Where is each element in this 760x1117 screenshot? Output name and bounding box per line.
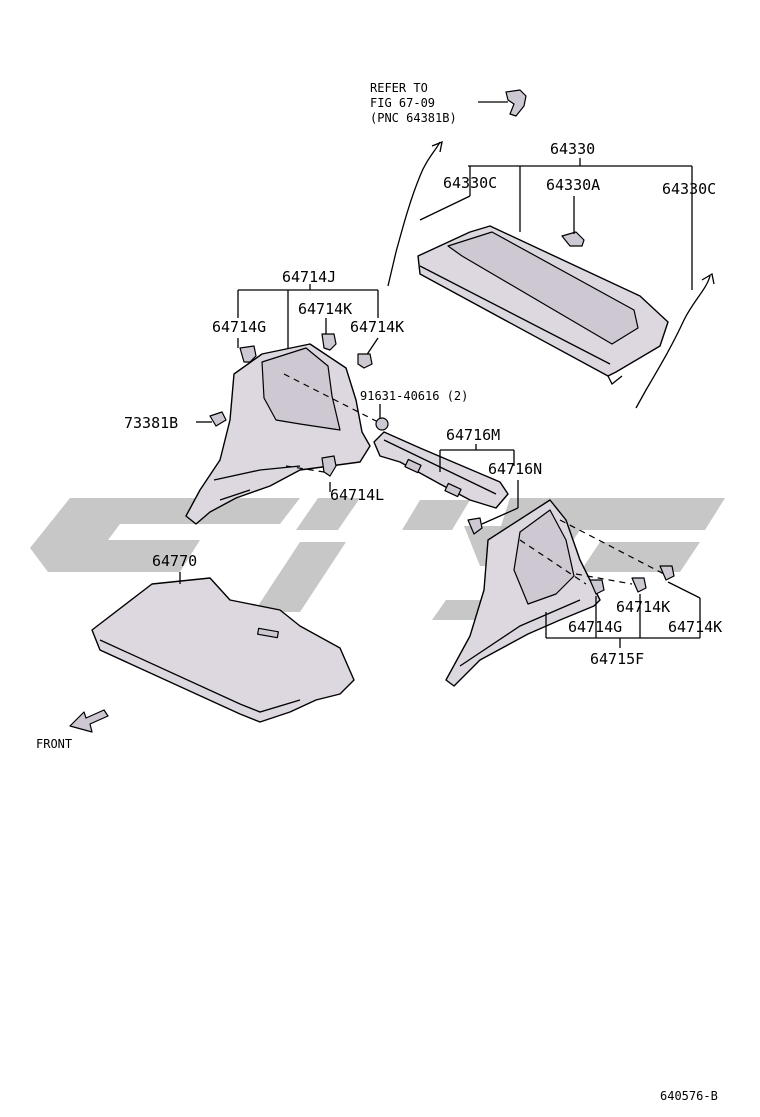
clip-64714k-a <box>321 333 337 351</box>
clip-64714g-a <box>239 345 257 363</box>
refer-line-2: FIG 67-09 <box>370 96 435 110</box>
label-64330a: 64330A <box>546 176 600 194</box>
label-64716n: 64716N <box>488 460 542 478</box>
cord-right <box>635 275 711 409</box>
label-73381b: 73381B <box>124 414 178 432</box>
clip-64714g-b <box>589 579 605 595</box>
right-quarter-trim <box>445 499 601 687</box>
label-64330c-right: 64330C <box>662 180 716 198</box>
label-64714k-c: 64714K <box>616 598 670 616</box>
label-64714k-a: 64714K <box>298 300 352 318</box>
front-arrow-icon <box>69 709 109 733</box>
label-64714k-d: 64714K <box>668 618 722 636</box>
label-64714g-a: 64714G <box>212 318 266 336</box>
cord-left <box>387 141 441 287</box>
figure-id: 640576-B <box>660 1089 718 1103</box>
label-64715f: 64715F <box>590 650 644 668</box>
clip-64714k-b <box>357 353 373 369</box>
label-91631: 91631-40616 (2) <box>360 389 468 403</box>
hook-64330a <box>561 231 585 247</box>
floor-mat <box>91 577 355 723</box>
left-quarter-trim <box>185 343 371 525</box>
refer-line-3: (PNC 64381B) <box>370 111 457 125</box>
clip-64716n <box>467 517 483 535</box>
label-64714j: 64714J <box>282 268 336 286</box>
refer-line-1: REFER TO <box>370 81 428 95</box>
clip-64714l <box>321 455 337 477</box>
label-64714k-b: 64714K <box>350 318 404 336</box>
clip-64714k-c <box>631 577 647 593</box>
front-label: FRONT <box>36 737 72 751</box>
label-64770: 64770 <box>152 552 197 570</box>
clip-73381b <box>209 411 227 427</box>
hook-bracket <box>505 89 527 117</box>
label-64716m: 64716M <box>446 426 500 444</box>
label-64714l: 64714L <box>330 486 384 504</box>
package-tray-trim <box>417 225 669 386</box>
label-64330: 64330 <box>550 140 595 158</box>
clip-64714k-d <box>659 565 675 581</box>
refer-note: REFER TO FIG 67-09 (PNC 64381B) <box>370 81 527 125</box>
bolt-91631 <box>375 417 389 431</box>
label-64714g-b: 64714G <box>568 618 622 636</box>
